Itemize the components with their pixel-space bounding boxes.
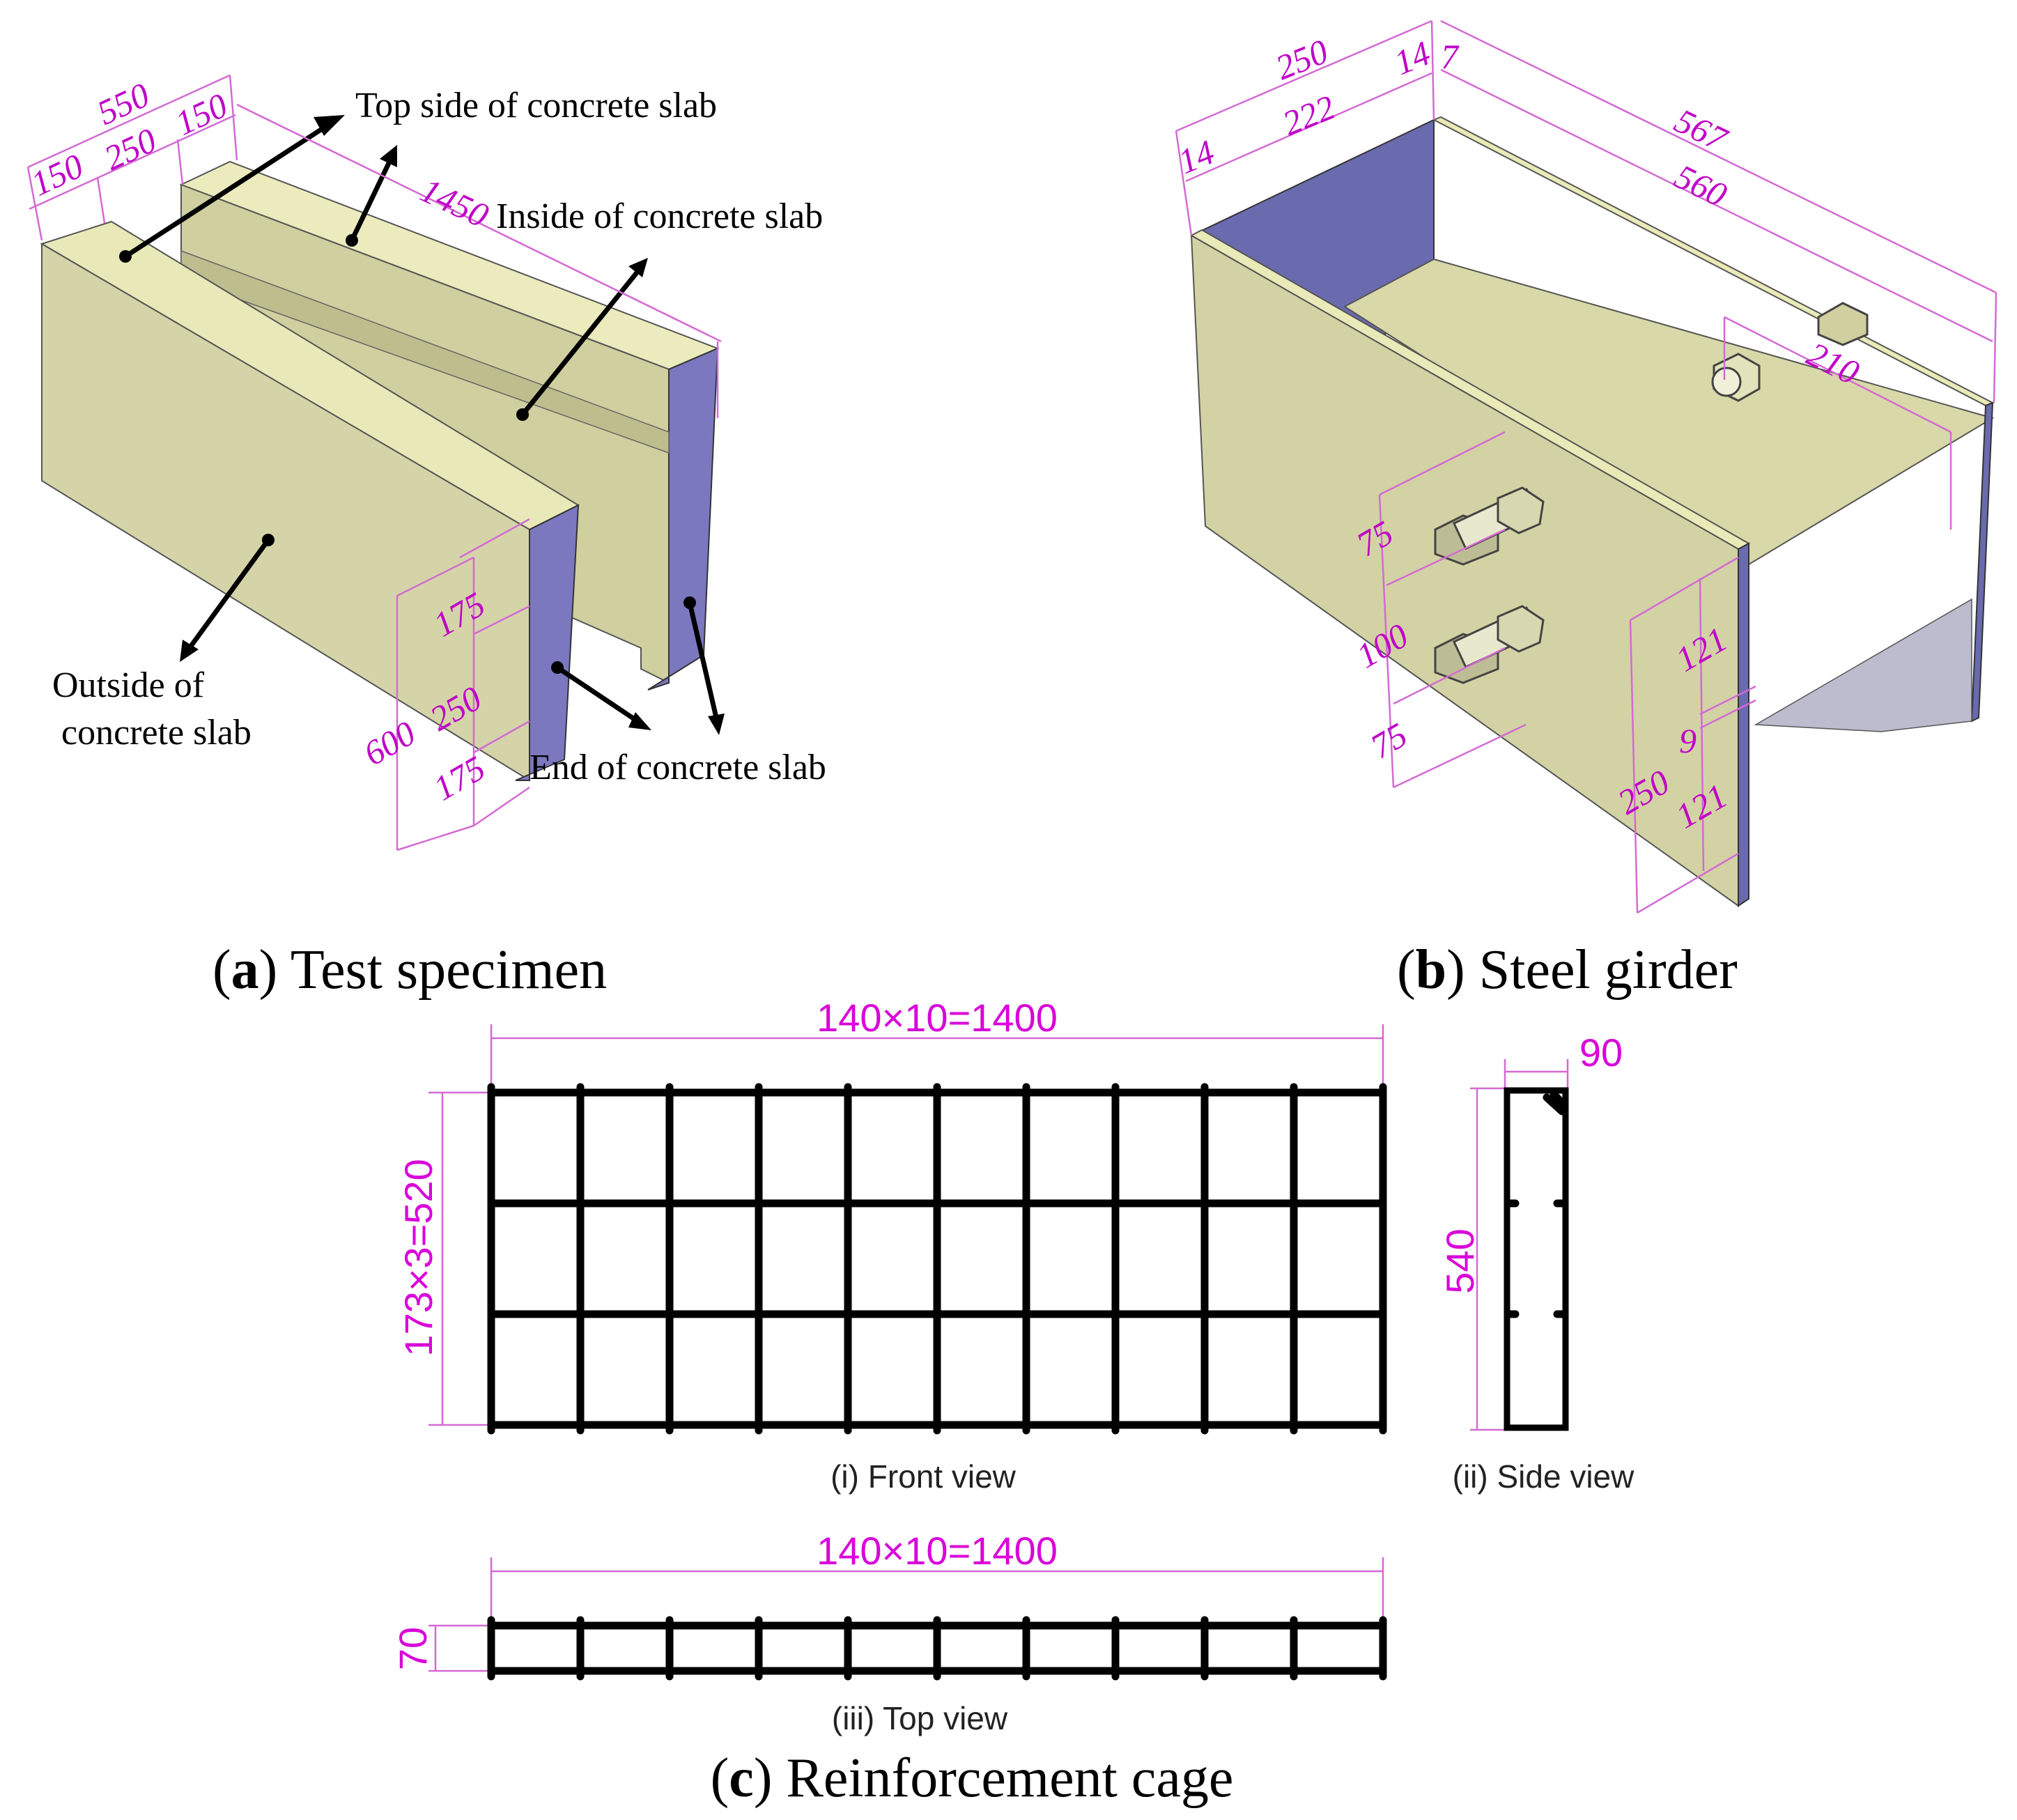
- side-width-dim: 90: [1579, 1031, 1623, 1074]
- label-end: End of concrete slab: [530, 748, 826, 787]
- bolt-middle: [1434, 486, 1545, 566]
- dim-b-14-left: 14: [1173, 132, 1219, 182]
- side-view: 90 540: [1438, 1031, 1623, 1431]
- top-height-dim: 70: [391, 1627, 435, 1670]
- top-view-cage: [487, 1616, 1387, 1681]
- front-view-cage: [487, 1083, 1387, 1435]
- label-outside-line2: concrete slab: [61, 713, 252, 753]
- label-outside-line1: Outside of: [52, 665, 205, 705]
- caption-c: (c) Reinforcement cage: [711, 1748, 1234, 1809]
- caption-b: (b) Steel girder: [1397, 939, 1738, 1001]
- label-top-side: Top side of concrete slab: [355, 86, 717, 125]
- dim-b-567: 567: [1669, 101, 1734, 160]
- dim-150-right: 150: [169, 86, 233, 143]
- dim-b-9: 9: [1679, 721, 1697, 760]
- panel-c-reinforcement-cage: 140×10=1400 173×3=520 (i) Front view: [391, 996, 1635, 1809]
- front-concrete-slab: [40, 220, 580, 782]
- side-view-label: (ii) Side view: [1453, 1458, 1635, 1495]
- panel-a-test-specimen: 550 150 250 150 1450 175 250 600 175 Top…: [25, 74, 826, 1001]
- label-inside: Inside of concrete slab: [496, 196, 823, 236]
- dim-b-7: 7: [1441, 37, 1460, 76]
- front-view-label: (i) Front view: [830, 1458, 1017, 1495]
- front-height-dim: 173×3=520: [396, 1159, 440, 1356]
- top-view-dimensions: 140×10=1400 70: [391, 1529, 1384, 1672]
- panel-a-dimension-lines: [26, 74, 722, 851]
- panel-b-steel-girder: 250 14 7 14 222 567 560 210 75 100 75 12…: [1173, 20, 1997, 1001]
- dim-b-250: 250: [1270, 31, 1334, 87]
- panel-a-callout-labels: Top side of concrete slab Inside of conc…: [52, 86, 826, 787]
- dim-175-lower: 175: [427, 748, 492, 808]
- top-view-label: (iii) Top view: [832, 1700, 1008, 1736]
- dim-b-75-bottom: 75: [1364, 715, 1414, 766]
- dim-b-222: 222: [1277, 87, 1340, 143]
- callout-arrows: [119, 115, 725, 735]
- dim-150-left: 150: [25, 146, 89, 203]
- side-height-dim: 540: [1438, 1228, 1482, 1293]
- top-width-dim: 140×10=1400: [817, 1529, 1058, 1573]
- bolt-lower: [1434, 605, 1545, 684]
- front-view-dimensions: 140×10=1400 173×3=520: [396, 996, 1384, 1426]
- front-width-dim: 140×10=1400: [817, 996, 1058, 1040]
- panel-b-dimension-lines: [1175, 20, 1997, 914]
- dim-b-560: 560: [1669, 157, 1733, 215]
- caption-a: (a) Test specimen: [212, 939, 607, 1001]
- dim-600: 600: [357, 714, 422, 773]
